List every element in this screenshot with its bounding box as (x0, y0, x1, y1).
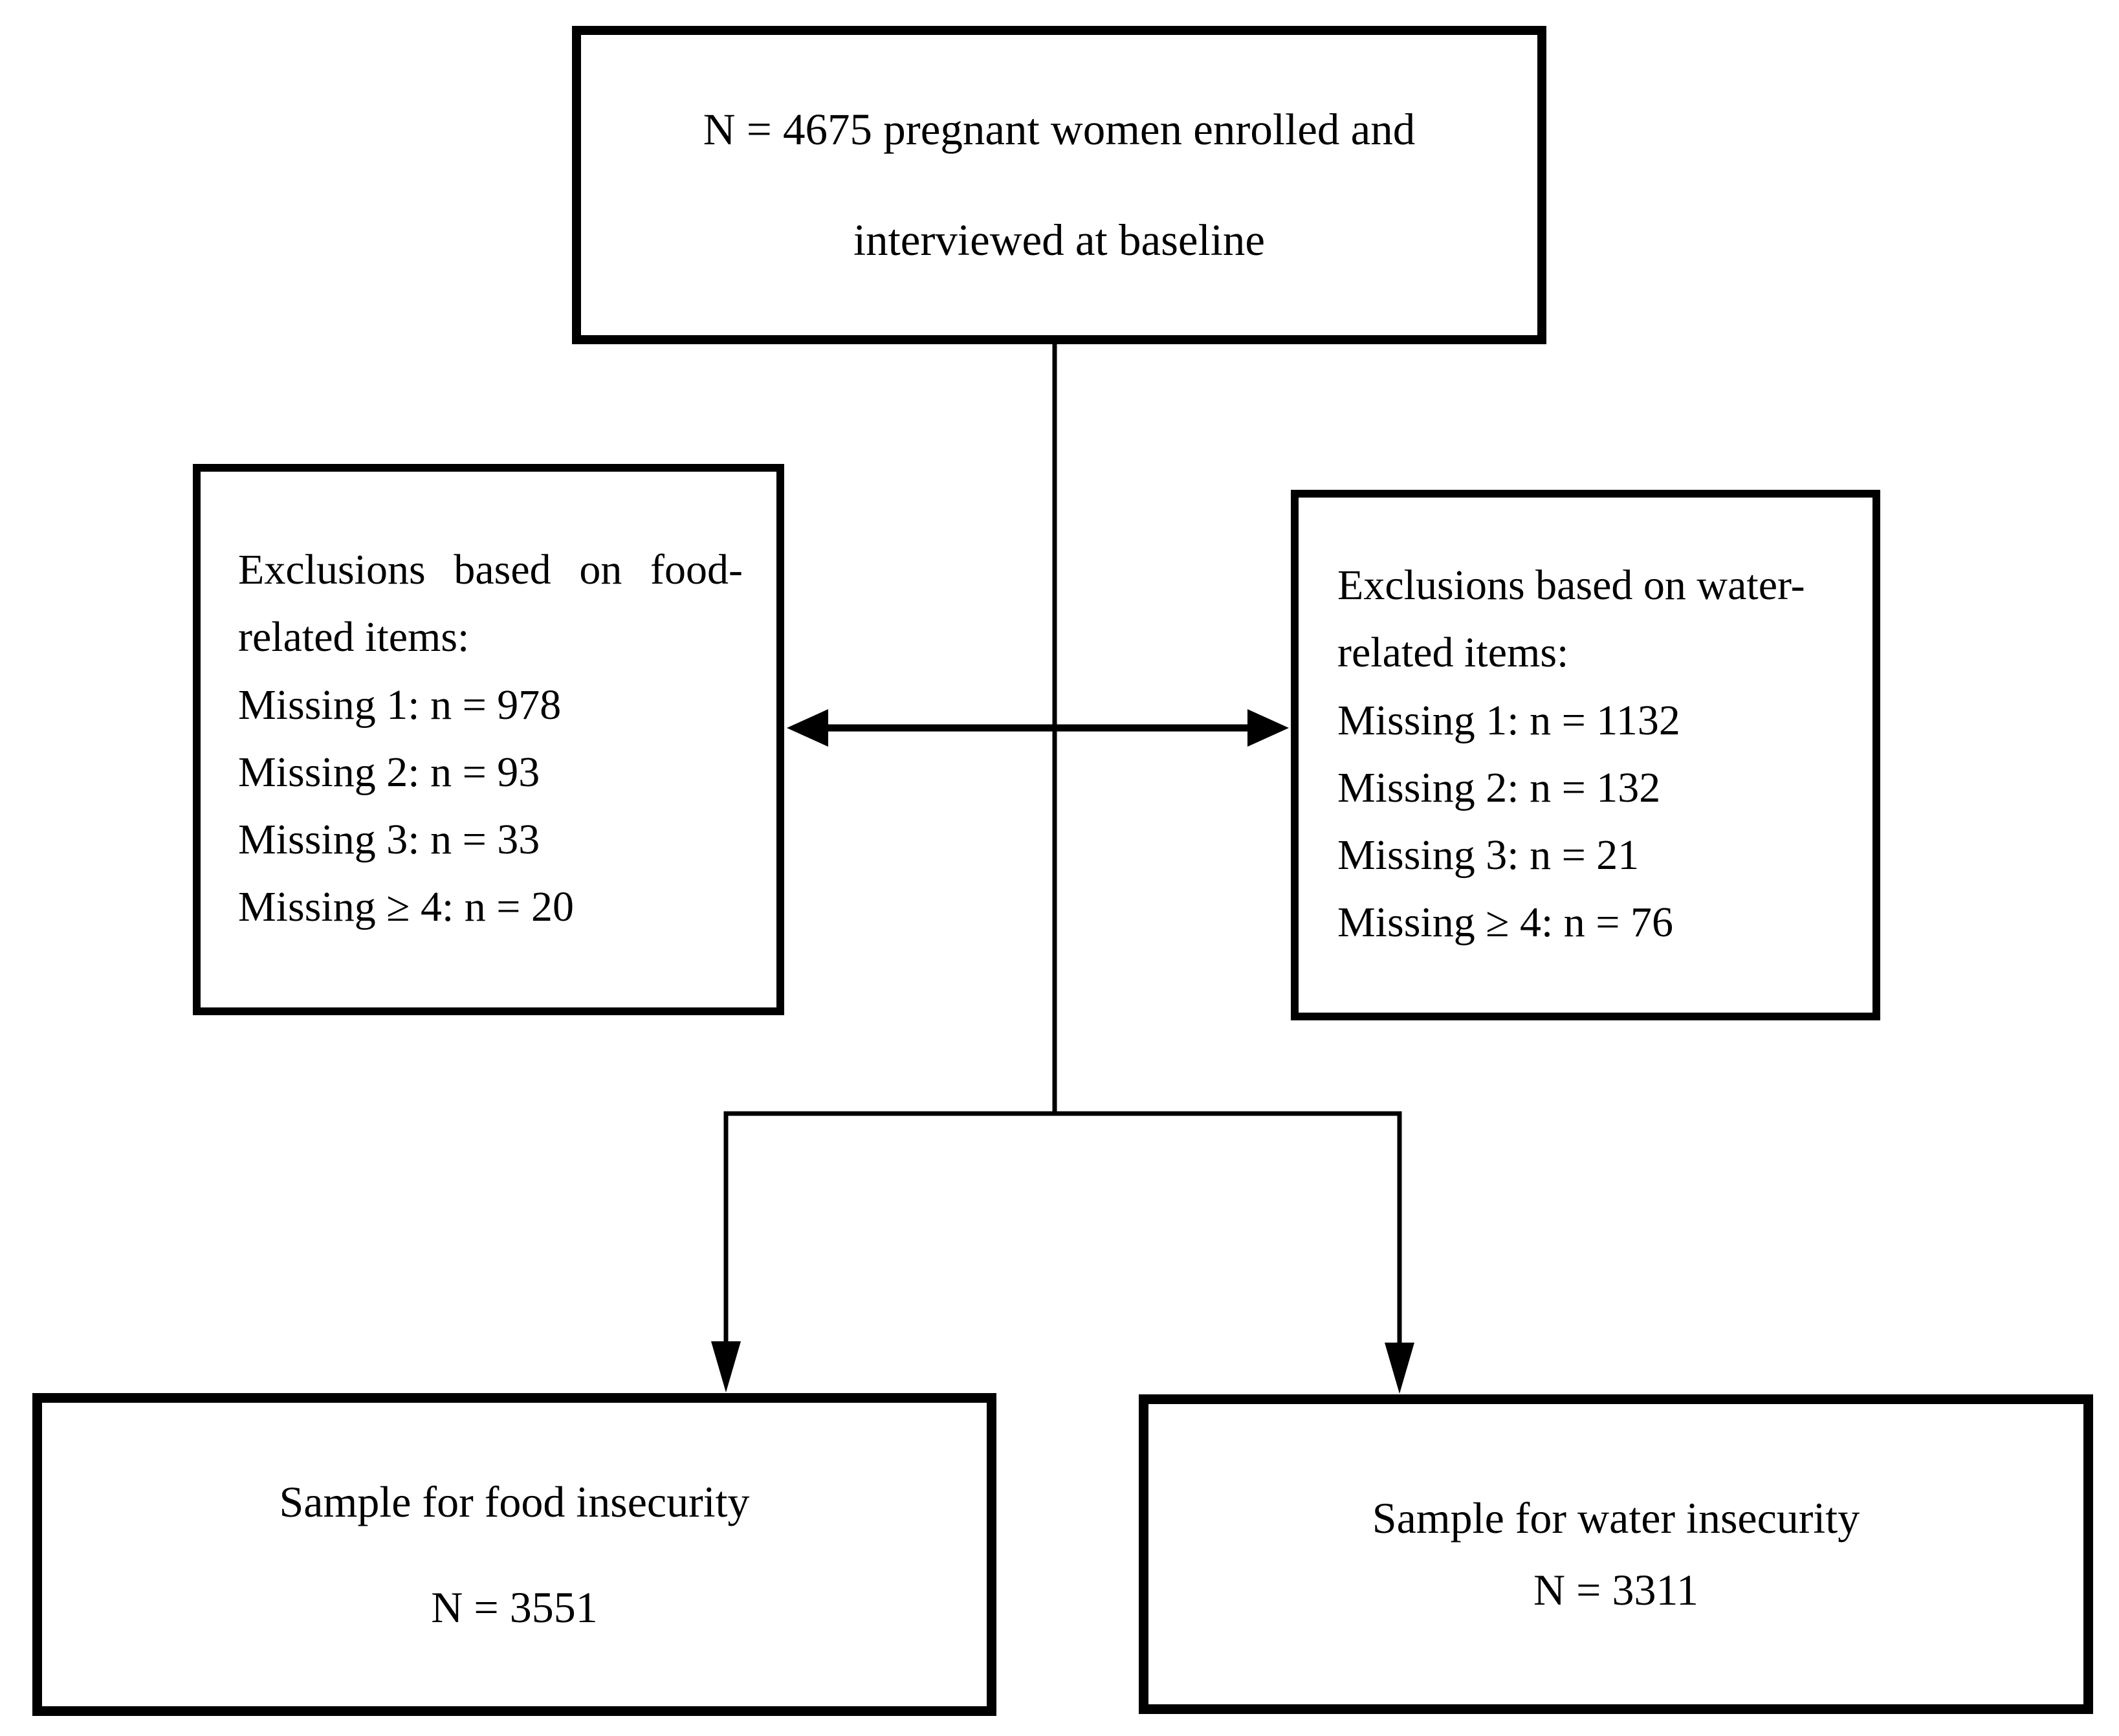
food-sample-box: Sample for food insecurity N = 3551 (32, 1393, 996, 1716)
arrowhead-right-icon (1247, 709, 1289, 747)
arrowhead-left-icon (787, 709, 828, 747)
food-exclusions-item: Missing 1: n = 978 (238, 681, 562, 729)
water-sample-count: N = 3311 (1533, 1565, 1698, 1614)
water-exclusions-box: Exclusions based on water- related items… (1291, 490, 1880, 1020)
food-exclusions-title-line-2: related items: (238, 613, 470, 661)
water-exclusions-item: Missing 3: n = 21 (1337, 831, 1640, 879)
food-exclusions-title-line-1: Exclusions based on food- (238, 546, 743, 593)
food-exclusions-item: Missing 3: n = 33 (238, 816, 540, 864)
enrollment-line-1: N = 4675 pregnant women enrolled and (703, 105, 1416, 154)
food-exclusions-box: Exclusions based on food- related items:… (193, 464, 784, 1015)
water-exclusions-title-line-2: related items: (1337, 629, 1569, 677)
food-sample-label: Sample for food insecurity (279, 1477, 750, 1526)
water-exclusions-item: Missing ≥ 4: n = 76 (1337, 899, 1674, 947)
water-exclusions-title-line-1: Exclusions based on water- (1337, 562, 1805, 609)
arrowhead-down-right-icon (1385, 1343, 1414, 1394)
food-exclusions-item: Missing ≥ 4: n = 20 (238, 883, 575, 931)
enrollment-box: N = 4675 pregnant women enrolled and int… (572, 26, 1546, 344)
water-exclusions-item: Missing 1: n = 1132 (1337, 696, 1680, 744)
enrollment-line-2: interviewed at baseline (853, 215, 1266, 265)
branch-connector-line (723, 1111, 1402, 1350)
water-sample-label: Sample for water insecurity (1372, 1493, 1860, 1543)
water-sample-box: Sample for water insecurity N = 3311 (1139, 1394, 2093, 1714)
food-exclusions-item: Missing 2: n = 93 (238, 748, 540, 796)
arrowhead-down-left-icon (711, 1341, 741, 1392)
water-exclusions-item: Missing 2: n = 132 (1337, 764, 1661, 811)
food-sample-count: N = 3551 (431, 1582, 598, 1632)
